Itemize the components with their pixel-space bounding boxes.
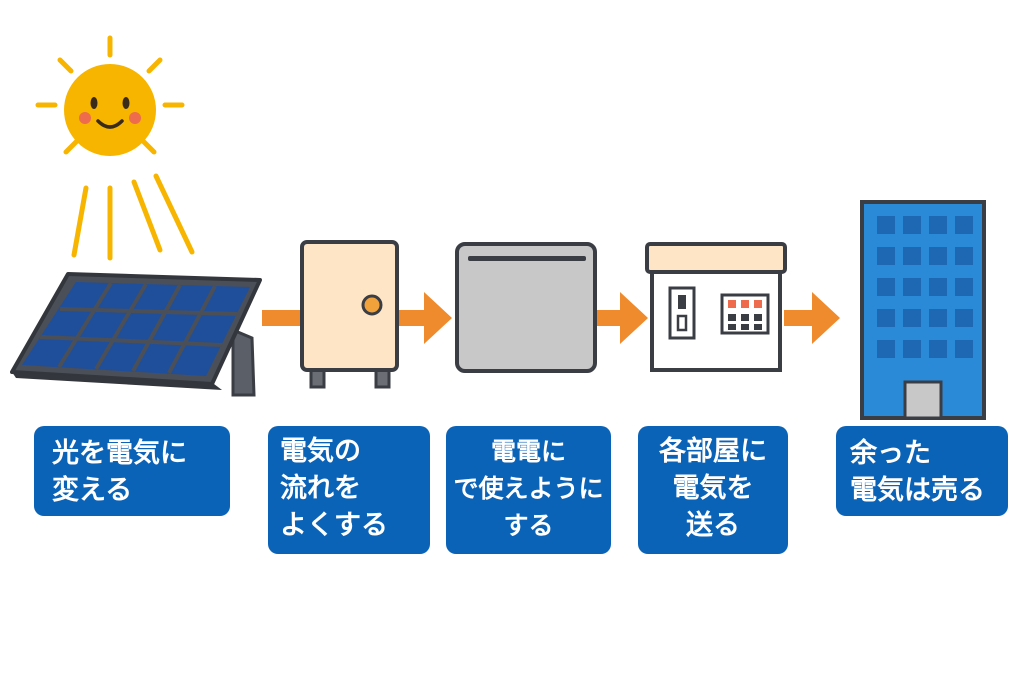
label-line: 送る bbox=[686, 510, 740, 541]
label-line: で使えように bbox=[453, 474, 604, 503]
building-icon bbox=[860, 200, 986, 420]
step-label-distribute: 各部屋に 電気を 送る bbox=[638, 426, 788, 554]
label-line: 電気を bbox=[672, 473, 754, 504]
step-label-store: 電電に で使えように する bbox=[446, 426, 611, 554]
arrow-3 bbox=[596, 292, 648, 344]
step-label-flow: 電気の 流れを よくする bbox=[268, 426, 430, 554]
label-line: 流れを bbox=[280, 473, 361, 504]
step-label-convert: 光を電気に 変える bbox=[34, 426, 230, 516]
step-label-sell: 余った 電気は売る bbox=[836, 426, 1008, 516]
label-line: 光を電気に bbox=[52, 438, 187, 469]
label-line: 各部屋に bbox=[659, 436, 767, 467]
label-line: 電電に bbox=[490, 437, 566, 466]
label-line: よくする bbox=[280, 510, 388, 541]
battery-icon bbox=[455, 242, 597, 373]
arrow-2 bbox=[398, 292, 452, 344]
arrow-4 bbox=[784, 292, 840, 344]
label-line: 変える bbox=[52, 475, 133, 506]
label-line: 電気の bbox=[280, 436, 361, 467]
solar-panel-icon bbox=[10, 272, 262, 397]
label-line: 電気は売る bbox=[850, 475, 985, 506]
sun-icon bbox=[35, 35, 195, 261]
power-conditioner-icon bbox=[300, 240, 399, 389]
distribution-board-icon bbox=[645, 242, 787, 372]
label-line: する bbox=[503, 511, 554, 540]
label-line: 余った bbox=[850, 438, 931, 469]
